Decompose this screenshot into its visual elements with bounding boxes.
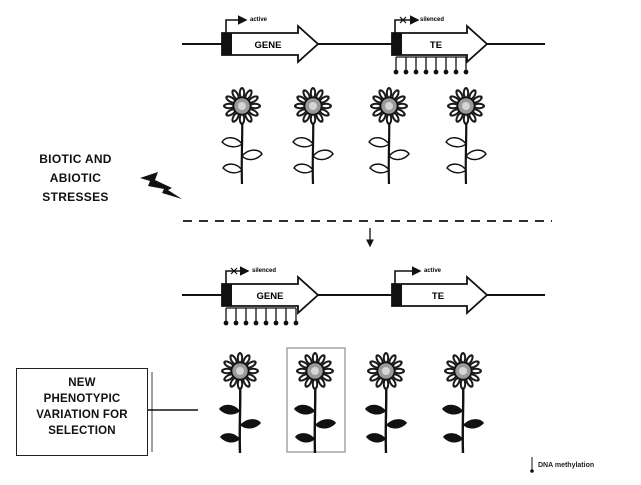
top-gene-status: active	[250, 17, 268, 23]
stress-label-line-2: ABIOTIC	[18, 169, 133, 188]
bottom-te-status: active	[424, 268, 442, 274]
methylation-dot	[424, 70, 429, 75]
variation-line-3: VARIATION FOR	[17, 407, 147, 423]
variation-line-1: NEW	[17, 375, 147, 391]
bottom-sunflower-1	[219, 352, 261, 453]
variation-box: NEW PHENOTYPIC VARIATION FOR SELECTION	[16, 368, 148, 456]
variation-line-2: PHENOTYPIC	[17, 391, 147, 407]
top-sunflower-3	[369, 87, 409, 184]
methylation-dot	[434, 70, 439, 75]
stress-label-line-3: STRESSES	[18, 188, 133, 207]
bottom-gene-promoter-arrow	[226, 271, 248, 284]
methylation-dot	[224, 321, 229, 326]
methylation-dot	[284, 321, 289, 326]
bottom-te-promoter-arrow	[395, 271, 420, 284]
variation-line-4: SELECTION	[17, 423, 147, 439]
methylation-dot	[294, 321, 299, 326]
methylation-dot	[394, 70, 399, 75]
stress-label: BIOTIC AND ABIOTIC STRESSES	[18, 150, 133, 207]
legend-label: DNA methylation	[538, 462, 594, 469]
top-sunflower-4	[446, 87, 486, 184]
bottom-construct: GENE silenced TE active	[182, 268, 545, 325]
bottom-flower-row	[219, 352, 484, 453]
methylation-dot	[264, 321, 269, 326]
methylation-dot	[234, 321, 239, 326]
top-gene-arrow: GENE	[222, 26, 318, 62]
methylation-dot	[244, 321, 249, 326]
bottom-sunflower-4	[442, 352, 484, 453]
stress-label-line-1: BIOTIC AND	[18, 150, 133, 169]
top-te-methylation-marks	[394, 57, 469, 74]
methylation-dot	[414, 70, 419, 75]
top-gene-promoter-arrow	[226, 20, 246, 33]
top-te-promoter-arrow	[395, 20, 418, 33]
top-te-label: TE	[430, 40, 442, 51]
bottom-sunflower-2	[294, 352, 336, 453]
top-gene-label: GENE	[255, 40, 282, 51]
bottom-gene-status: silenced	[252, 268, 276, 274]
methylation-dot	[464, 70, 469, 75]
methylation-dot	[454, 70, 459, 75]
bottom-te-label: TE	[432, 291, 444, 302]
top-sunflower-1	[222, 87, 262, 184]
legend-methylation-glyph	[530, 457, 534, 473]
top-sunflower-2	[293, 87, 333, 184]
bottom-sunflower-3	[365, 352, 407, 453]
bottom-te-arrow: TE	[392, 277, 487, 313]
bottom-gene-methylation-marks	[224, 308, 299, 325]
top-flower-row	[222, 87, 486, 184]
methylation-dot	[404, 70, 409, 75]
top-construct: GENE active TE silenced	[182, 17, 545, 74]
bottom-gene-label: GENE	[257, 291, 284, 302]
top-te-status: silenced	[420, 17, 444, 23]
lightning-icon	[140, 172, 182, 199]
methylation-dot	[444, 70, 449, 75]
methylation-dot	[274, 321, 279, 326]
methylation-dot	[254, 321, 259, 326]
